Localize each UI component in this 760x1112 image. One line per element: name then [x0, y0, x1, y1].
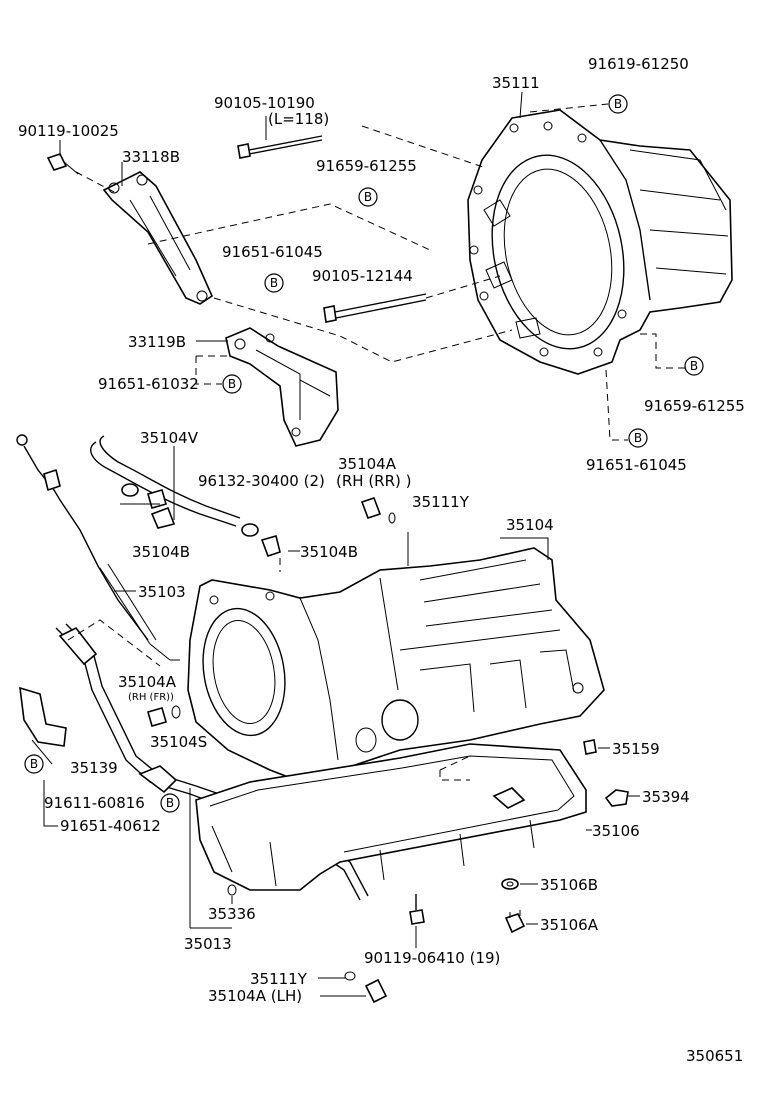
drain-plug-35106a	[504, 910, 526, 934]
label-35104s: 35104S	[150, 733, 207, 751]
svg-text:B: B	[614, 97, 622, 111]
breather-hose-35104v	[90, 435, 281, 572]
label-96132-30400: 96132-30400 (2)	[198, 472, 325, 490]
label-35111y-top: 35111Y	[412, 493, 470, 511]
label-35104a-lh: 35104A (LH)	[208, 987, 302, 1005]
svg-text:B: B	[30, 757, 38, 771]
label-35106b: 35106B	[540, 876, 598, 894]
label-rh-fr: (RH (FR))	[128, 692, 174, 703]
bolt-90105-12144	[323, 293, 427, 323]
bolt-90119-06410	[409, 894, 425, 925]
svg-text:B: B	[364, 190, 372, 204]
clamp-35139	[19, 686, 67, 747]
oil-pan-35106	[195, 743, 587, 891]
label-35106: 35106	[592, 822, 640, 840]
transmission-case-35104	[187, 547, 605, 781]
label-l118: (L=118)	[268, 110, 329, 128]
label-91619-61250: 91619-61250	[588, 55, 689, 73]
figure-number: 350651	[686, 1047, 743, 1065]
svg-text:B: B	[228, 377, 236, 391]
ref-b-91651-61045-top: B	[264, 273, 284, 293]
label-90105-12144: 90105-12144	[312, 267, 413, 285]
label-35111y-bottom: 35111Y	[250, 970, 308, 988]
converter-housing-35111	[467, 109, 733, 375]
label-91651-61032: 91651-61032	[98, 375, 199, 393]
label-35159: 35159	[612, 740, 660, 758]
bracket-33118b	[102, 171, 214, 305]
label-35336: 35336	[208, 905, 256, 923]
label-91659-61255-top: 91659-61255	[316, 157, 417, 175]
svg-text:B: B	[166, 796, 174, 810]
ref-b-91659-61255-right: B	[684, 356, 704, 376]
leader-lines	[31, 91, 640, 997]
ref-b-91659-61255-top: B	[358, 187, 378, 207]
label-90119-06410: 90119-06410 (19)	[364, 949, 500, 967]
label-35139: 35139	[70, 759, 118, 777]
label-90119-10025: 90119-10025	[18, 122, 119, 140]
label-35103: 35103	[138, 583, 186, 601]
bolt-90119-10025	[46, 153, 79, 175]
ref-b-91651-61045-right: B	[628, 428, 648, 448]
plug-35104a-lh	[344, 971, 388, 1004]
label-35104b-right: 35104B	[300, 543, 358, 561]
label-35111: 35111	[492, 74, 540, 92]
label-91611-60816: 91611-60816	[44, 794, 145, 812]
plug-35104a-rr	[360, 496, 396, 524]
label-35104: 35104	[506, 516, 554, 534]
label-35104v: 35104V	[140, 429, 199, 447]
bracket-33119b	[225, 327, 339, 447]
label-35104a-fr: 35104A	[118, 673, 177, 691]
svg-text:B: B	[270, 276, 278, 290]
label-35104b-left: 35104B	[132, 543, 190, 561]
bolt-90105-10190	[237, 135, 323, 159]
label-91659-61255-right: 91659-61255	[644, 397, 745, 415]
ref-b-35139: B	[24, 754, 44, 774]
label-91651-61045-top: 91651-61045	[222, 243, 323, 261]
label-33118b: 33118B	[122, 148, 180, 166]
label-90105-10190: 90105-10190	[214, 94, 315, 112]
label-91651-61045-right: 91651-61045	[586, 456, 687, 474]
o-ring-35336	[227, 884, 237, 896]
label-91651-40612: 91651-40612	[60, 817, 161, 835]
label-rh-rr: (RH (RR) )	[336, 472, 412, 490]
dipstick-35103	[16, 434, 157, 645]
label-33119b: 33119B	[128, 333, 186, 351]
label-35013: 35013	[184, 935, 232, 953]
label-35394: 35394	[642, 788, 690, 806]
svg-text:B: B	[634, 431, 642, 445]
ref-b-91611-60816: B	[160, 793, 180, 813]
label-35106a: 35106A	[540, 916, 599, 934]
gasket-35106b	[501, 878, 519, 890]
ref-b-91651-61032: B	[222, 374, 242, 394]
ref-b-91619-61250: B	[608, 94, 628, 114]
label-35104a-rr: 35104A	[338, 455, 397, 473]
plug-35104a-fr	[147, 705, 181, 727]
clip-35394	[604, 789, 629, 807]
svg-text:B: B	[690, 359, 698, 373]
plug-35159	[583, 739, 597, 755]
